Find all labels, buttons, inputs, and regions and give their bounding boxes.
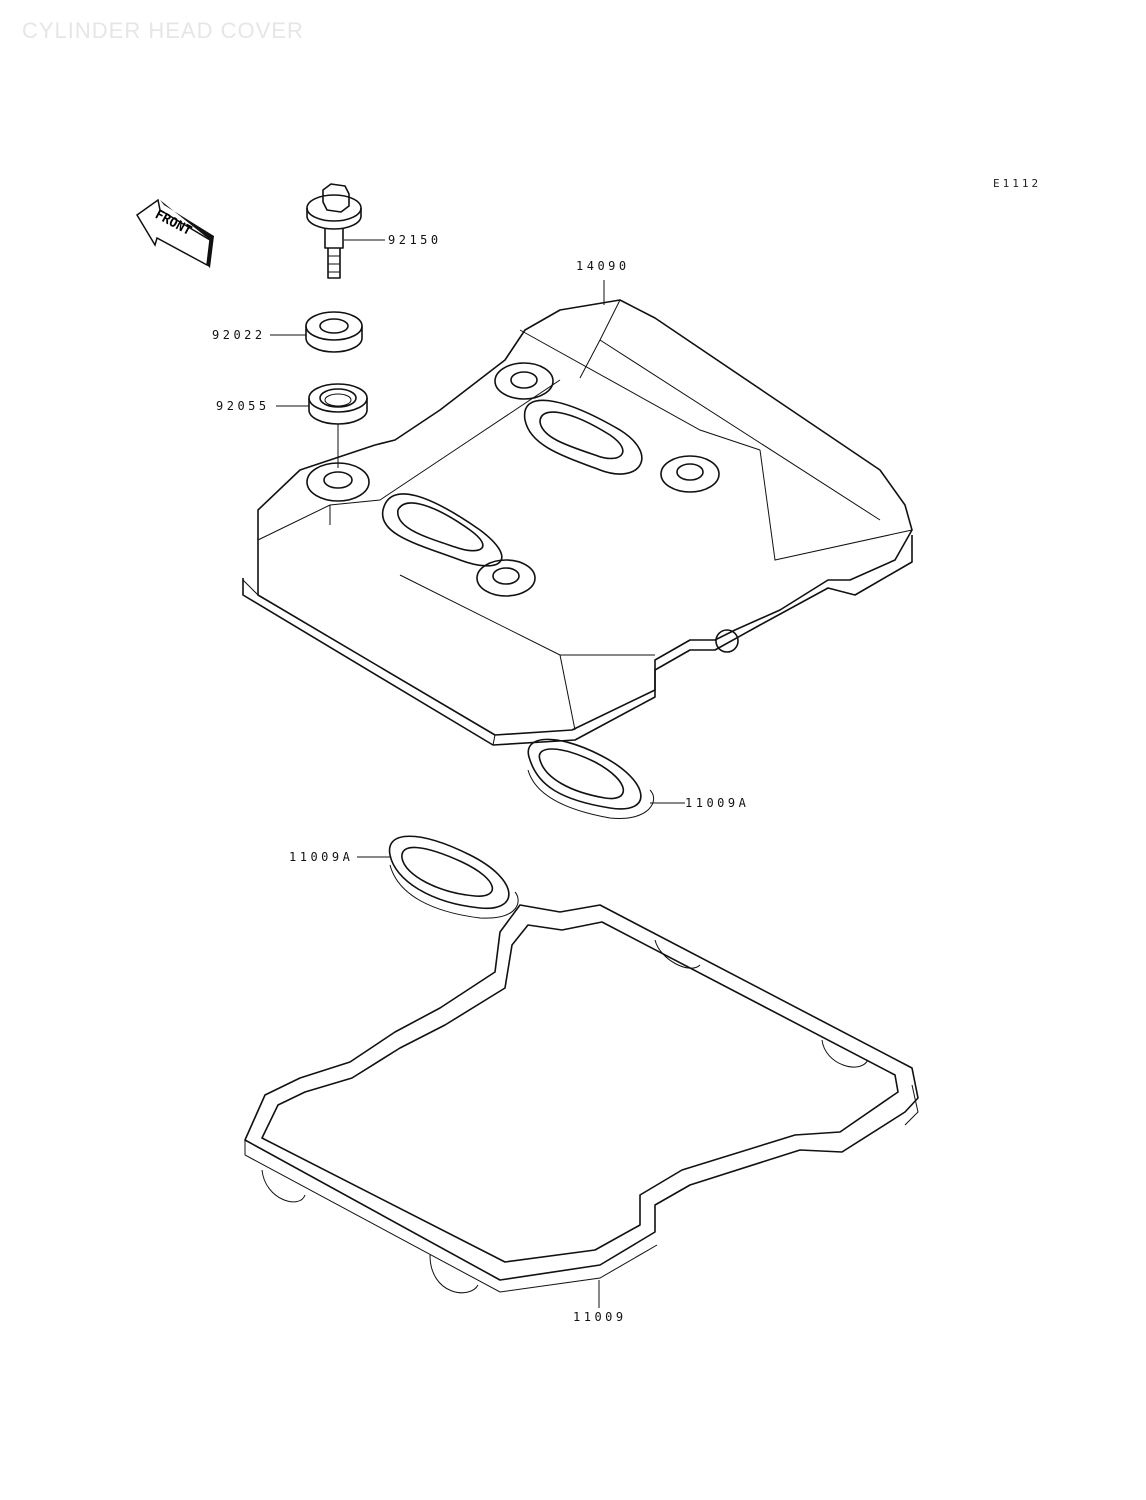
part-label-11009a-upper: 11009A [685, 796, 750, 810]
part-label-92055: 92055 [216, 399, 270, 413]
part-label-11009: 11009 [573, 1310, 627, 1324]
part-label-11009a-lower: 11009A [289, 850, 354, 864]
diagram-code: E1112 [993, 177, 1042, 190]
cylinder-head-cover-14090 [242, 280, 913, 746]
part-label-92022: 92022 [212, 328, 266, 342]
page-title: CYLINDER HEAD COVER [22, 18, 304, 43]
plug-gasket-11009a-lower [357, 835, 519, 919]
grommet-92055 [276, 383, 368, 468]
washer-92022 [270, 311, 363, 353]
plug-gasket-11009a-upper [527, 738, 685, 819]
bolt-92150 [306, 183, 385, 279]
part-label-14090: 14090 [576, 259, 630, 273]
front-arrow-icon: FRONT [136, 198, 214, 268]
head-cover-gasket-11009 [244, 904, 919, 1308]
part-label-92150: 92150 [388, 233, 442, 247]
